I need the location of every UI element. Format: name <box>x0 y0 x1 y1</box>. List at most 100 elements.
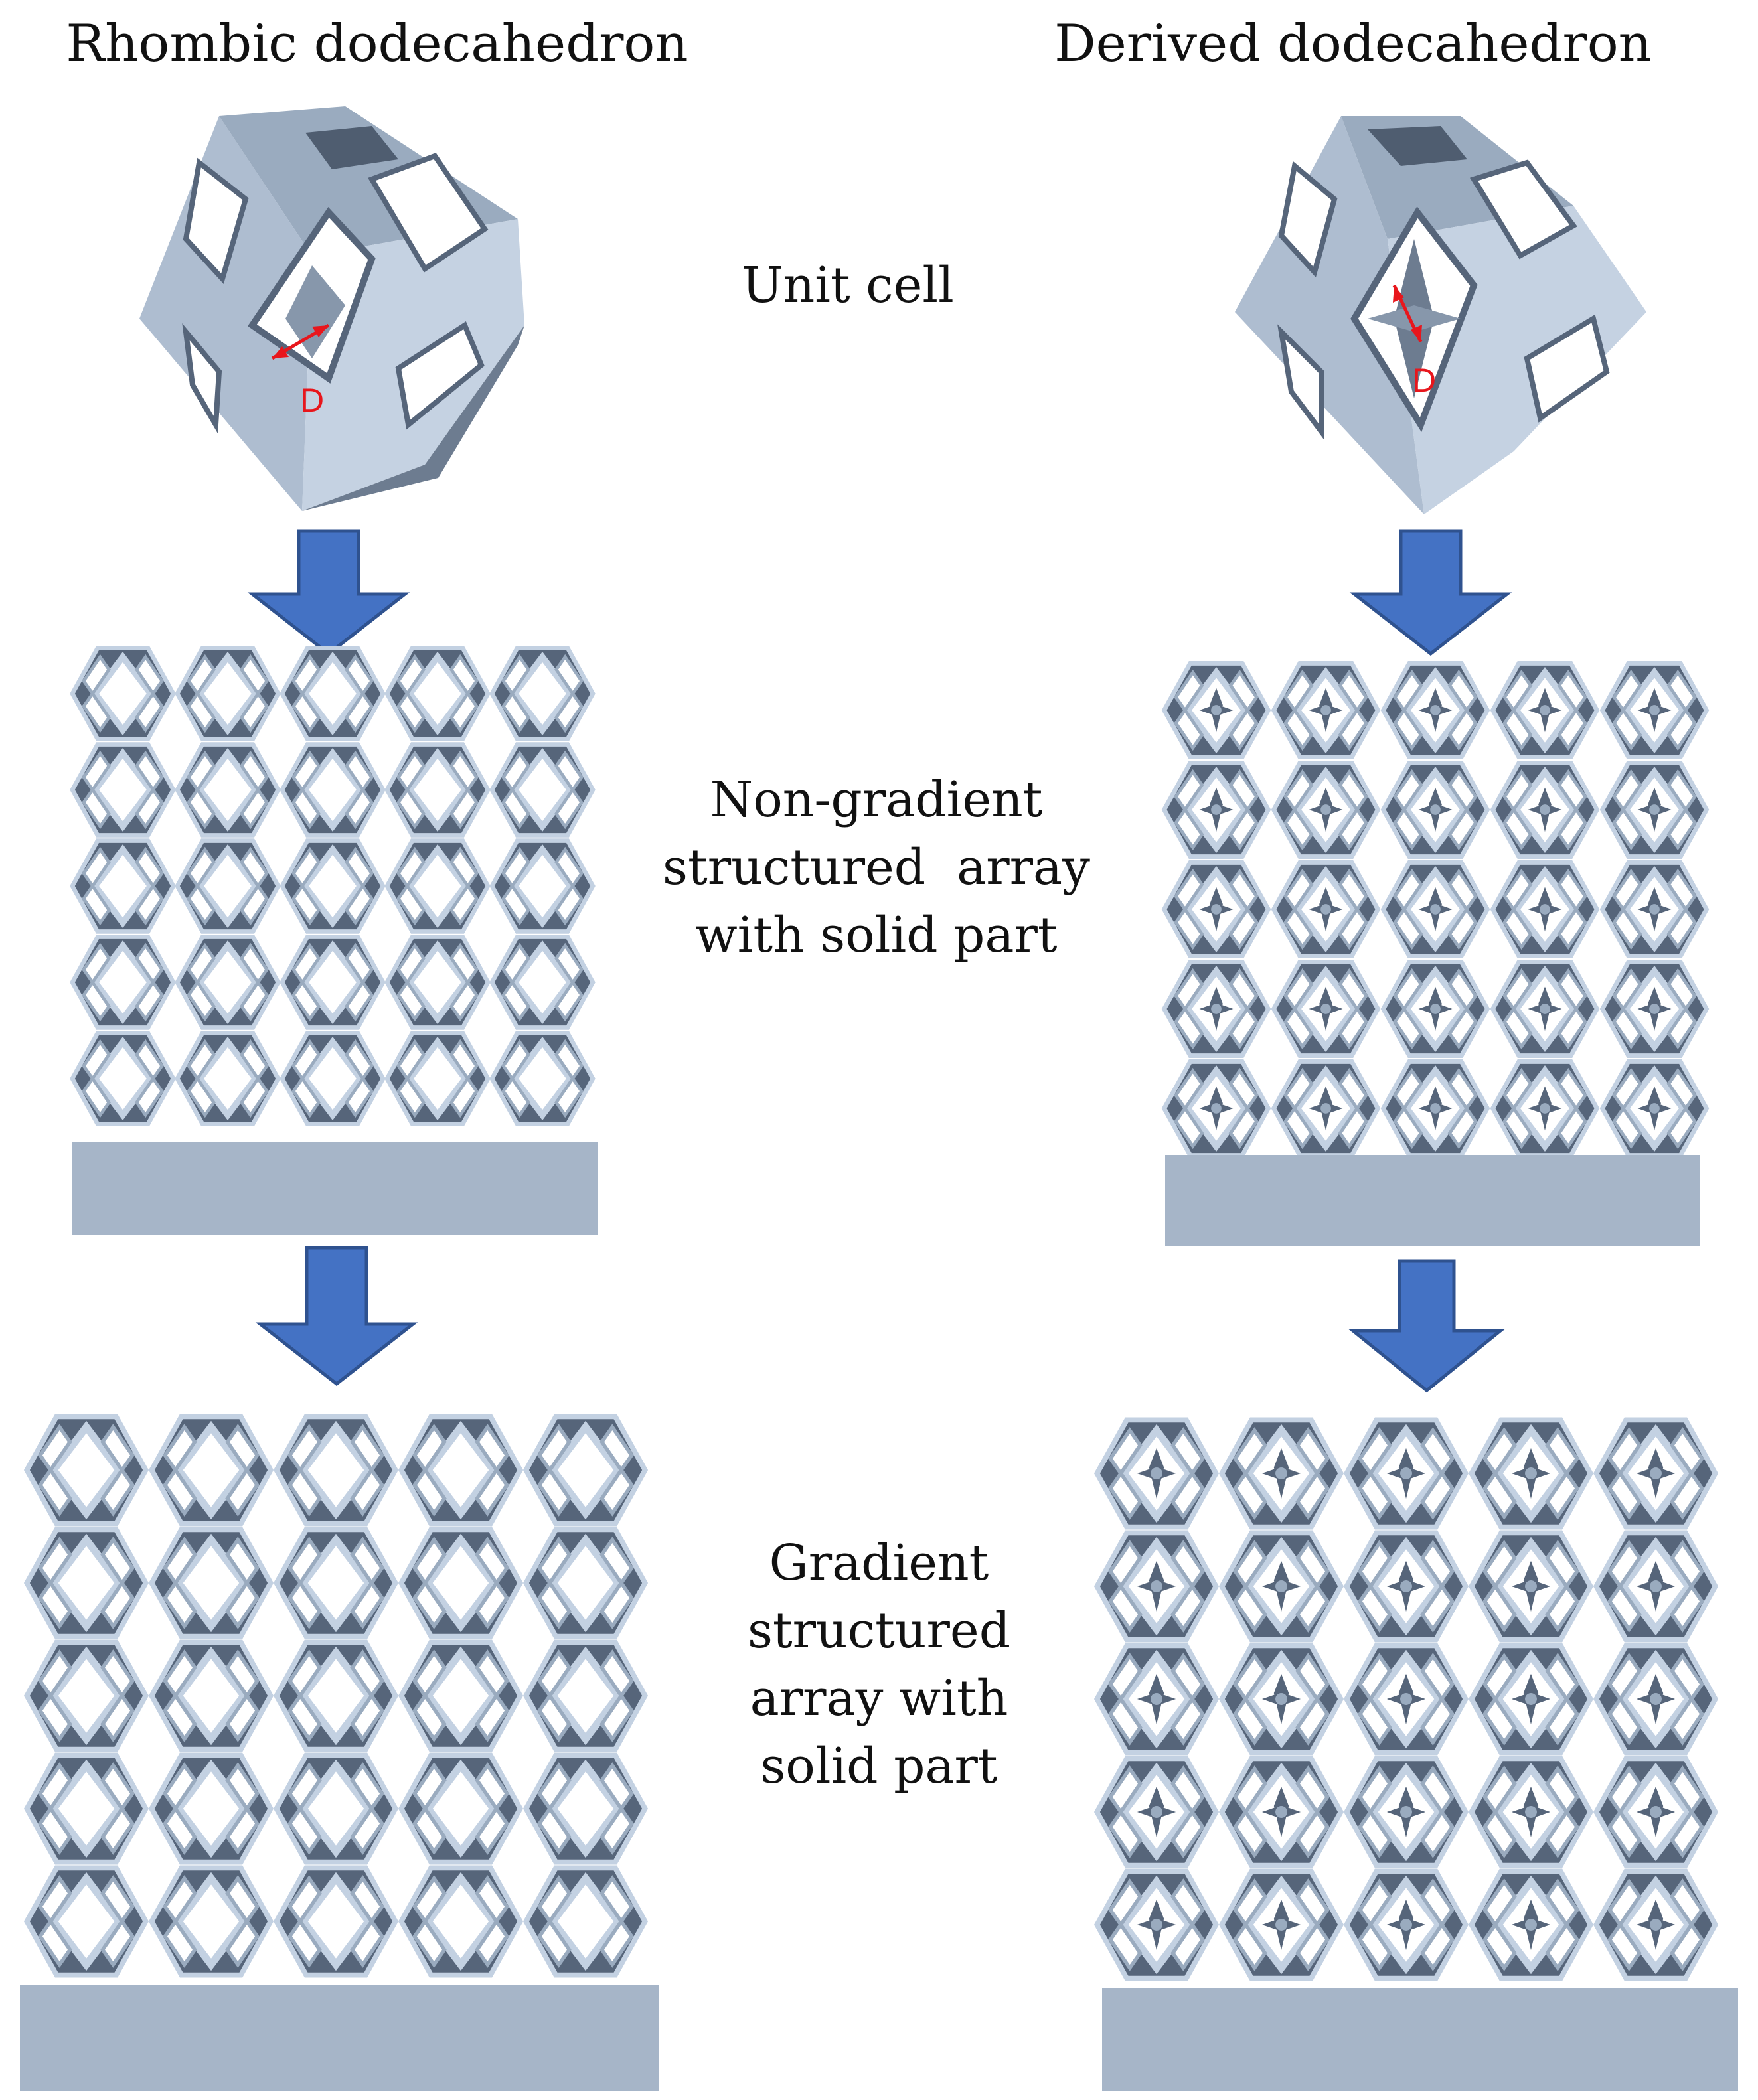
derived-cell <box>1603 1061 1707 1155</box>
title-left: Rhombic dodecahedron <box>66 14 688 74</box>
down-arrow-left-2 <box>255 1246 418 1387</box>
array-rhombic-non-gradient <box>72 648 593 1124</box>
unit-cell-rhombic-front-inner <box>285 265 345 358</box>
derived-cell <box>1097 1645 1216 1752</box>
rhombic-cell <box>151 1529 270 1636</box>
label-gradient-line-4: solid part <box>760 1738 998 1795</box>
solid-part-right-bottom <box>1102 1988 1738 2091</box>
rhombic-cell <box>27 1642 145 1749</box>
derived-cell <box>1603 663 1707 757</box>
derived-cell <box>1596 1758 1715 1865</box>
derived-cell <box>1471 1758 1590 1865</box>
rhombic-cell <box>27 1416 145 1523</box>
rhombic-cell <box>492 745 593 836</box>
derived-cell <box>1097 1871 1216 1978</box>
rhombic-cell <box>151 1755 270 1862</box>
unit-cell-derived-top-window <box>1368 126 1467 166</box>
derived-cell <box>1222 1533 1340 1639</box>
rhombic-cell <box>282 648 383 739</box>
title-right: Derived dodecahedron <box>1054 14 1652 74</box>
rhombic-cell <box>177 648 278 739</box>
derived-cell <box>1097 1533 1216 1639</box>
derived-cell <box>1222 1645 1340 1752</box>
unit-cell-derived-inner-horizontal <box>1368 305 1461 332</box>
dimension-label-right: D <box>1412 362 1436 399</box>
derived-cell <box>1493 962 1597 1055</box>
derived-cell <box>1471 1533 1590 1639</box>
rhombic-cell <box>526 1868 645 1975</box>
derived-cell <box>1384 962 1488 1055</box>
unit-cell-derived-right-window <box>1469 159 1577 260</box>
derived-cell <box>1346 1871 1465 1978</box>
derived-cell <box>1346 1758 1465 1865</box>
rhombic-cell <box>276 1642 395 1749</box>
derived-cell <box>1384 663 1488 757</box>
rhombic-cell <box>492 841 593 932</box>
dimension-arrowhead-right-a <box>1393 285 1404 303</box>
derived-cell <box>1384 862 1488 956</box>
label-non-gradient-line-2: structured array <box>663 839 1090 896</box>
unit-cell-rhombic-lower-left-window <box>182 323 222 434</box>
derived-cell <box>1346 1420 1465 1527</box>
derived-cell <box>1097 1758 1216 1865</box>
derived-cell <box>1493 663 1597 757</box>
unit-cell-derived-lower-left-window <box>1277 324 1324 439</box>
derived-cell <box>1346 1533 1465 1639</box>
derived-cell <box>1596 1420 1715 1527</box>
down-arrow-left-1 <box>247 529 410 656</box>
derived-cell <box>1603 862 1707 956</box>
rhombic-cell <box>387 648 488 739</box>
unit-cell-rhombic-shadow <box>302 325 524 511</box>
dimension-label-left: D <box>300 382 324 419</box>
label-non-gradient-line-1: Non-gradient <box>710 771 1042 828</box>
rhombic-cell <box>282 1033 383 1124</box>
derived-cell <box>1164 763 1269 856</box>
derived-cell <box>1274 962 1378 1055</box>
derived-cell <box>1222 1871 1340 1978</box>
rhombic-cell <box>151 1868 270 1975</box>
rhombic-cell <box>276 1755 395 1862</box>
rhombic-cell <box>72 937 173 1028</box>
rhombic-cell <box>72 745 173 836</box>
rhombic-cell <box>177 745 278 836</box>
rhombic-cell <box>401 1868 520 1975</box>
derived-cell <box>1596 1871 1715 1978</box>
rhombic-cell <box>276 1416 395 1523</box>
derived-cell <box>1097 1420 1216 1527</box>
derived-cell <box>1164 1061 1269 1155</box>
rhombic-cell <box>401 1416 520 1523</box>
rhombic-cell <box>526 1529 645 1636</box>
rhombic-cell <box>177 1033 278 1124</box>
array-rhombic-gradient <box>27 1416 645 1975</box>
rhombic-cell <box>387 745 488 836</box>
rhombic-cell <box>526 1642 645 1749</box>
rhombic-cell <box>151 1642 270 1749</box>
derived-cell <box>1493 763 1597 856</box>
label-non-gradient: Non-gradient structured array with solid… <box>663 771 1090 964</box>
derived-cell <box>1596 1533 1715 1639</box>
derived-cell <box>1471 1645 1590 1752</box>
rhombic-cell <box>27 1755 145 1862</box>
rhombic-cell <box>282 937 383 1028</box>
label-non-gradient-line-3: with solid part <box>695 907 1058 964</box>
array-derived-gradient <box>1097 1420 1715 1978</box>
derived-cell <box>1222 1758 1340 1865</box>
label-gradient-line-2: structured <box>748 1602 1010 1659</box>
rhombic-cell <box>492 648 593 739</box>
unit-cell-rhombic-left-window <box>183 157 249 284</box>
derived-cell <box>1493 862 1597 956</box>
rhombic-cell <box>526 1755 645 1862</box>
rhombic-cell <box>387 841 488 932</box>
derived-cell <box>1164 862 1269 956</box>
rhombic-cell <box>282 745 383 836</box>
derived-cell <box>1274 663 1378 757</box>
dimension-arrowhead-left-a <box>312 325 329 337</box>
unit-cell-rhombic-left-face <box>139 116 312 511</box>
derived-cell <box>1164 962 1269 1055</box>
unit-cell-derived-lower-right-window <box>1524 314 1610 423</box>
unit-cell-derived-left-face <box>1235 116 1424 514</box>
solid-part-right-top <box>1165 1155 1700 1246</box>
rhombic-cell <box>492 1033 593 1124</box>
rhombic-cell <box>72 841 173 932</box>
